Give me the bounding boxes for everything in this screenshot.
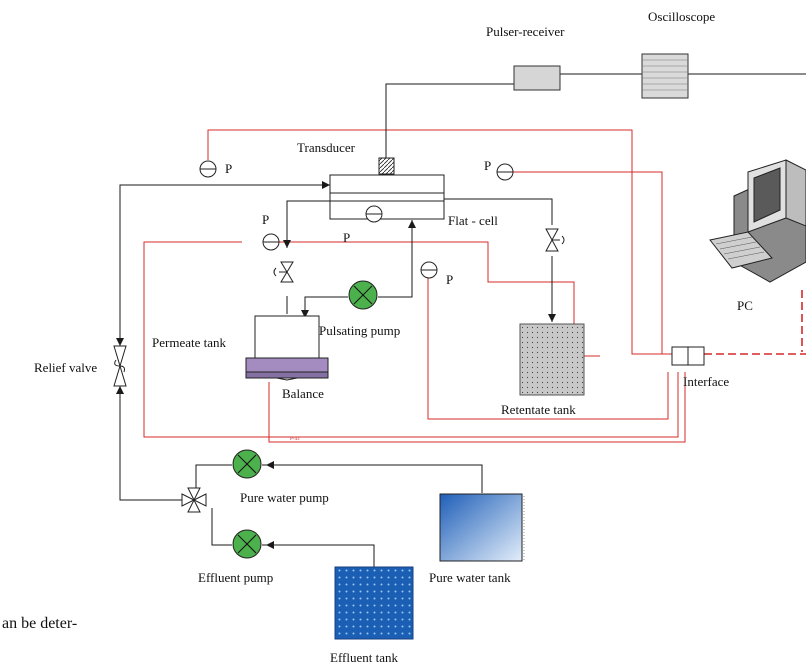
flow-lines xyxy=(119,73,806,567)
pure-water-pump-label: Pure water pump xyxy=(240,490,329,505)
pressure-gauge-icon xyxy=(420,261,438,279)
pressure-label: P xyxy=(225,161,232,176)
pressure-gauge-icon xyxy=(496,163,514,181)
pressure-label: P xyxy=(343,230,350,245)
transducer-block xyxy=(378,157,395,175)
pressure-label: P xyxy=(446,272,453,287)
flat-cell xyxy=(329,174,445,220)
valve-icon xyxy=(181,487,207,513)
balance xyxy=(245,357,329,381)
pressure-gauge-icon xyxy=(365,205,383,223)
pulser-receiver-label: Pulser-receiver xyxy=(486,24,565,39)
permeate-tank-label: Permeate tank xyxy=(152,335,226,350)
effluent-tank-label: Effluent tank xyxy=(330,650,398,665)
pressure-label: P xyxy=(484,158,491,173)
retentate-tank-label: Retentate tank xyxy=(501,402,576,417)
small-tag: P-43 xyxy=(290,437,300,442)
relief-valve-label: Relief valve xyxy=(34,360,97,375)
pump-icon xyxy=(348,280,378,310)
pure-water-tank xyxy=(439,493,525,562)
computer-icon xyxy=(709,159,806,283)
valve-icon xyxy=(273,261,294,283)
effluent-pump-label: Effluent pump xyxy=(198,570,273,585)
pressure-label: P xyxy=(262,212,269,227)
pulsating-pump-label: Pulsating pump xyxy=(319,323,400,338)
pump-icon xyxy=(232,449,262,479)
valve-icon xyxy=(113,345,127,387)
signal-lines xyxy=(143,129,806,443)
effluent-tank xyxy=(334,566,414,640)
transducer-label: Transducer xyxy=(297,140,356,155)
permeate-tank xyxy=(254,315,320,359)
pressure-gauge-icon xyxy=(199,160,217,178)
pure-water-tank-label: Pure water tank xyxy=(429,570,511,585)
flat-cell-label: Flat - cell xyxy=(448,213,498,228)
interface-label: Interface xyxy=(683,374,729,389)
page-text-fragment: an be deter- xyxy=(2,615,77,632)
pulser-receiver-box xyxy=(513,65,561,91)
valve-icon xyxy=(545,228,565,252)
balance-label: Balance xyxy=(282,386,324,401)
pump-icon xyxy=(232,529,262,559)
oscilloscope-box xyxy=(641,53,689,99)
pc-label: PC xyxy=(737,298,753,313)
flow-arrows xyxy=(116,181,556,549)
pressure-gauge-icon xyxy=(262,233,280,251)
oscilloscope-label: Oscilloscope xyxy=(648,9,715,24)
